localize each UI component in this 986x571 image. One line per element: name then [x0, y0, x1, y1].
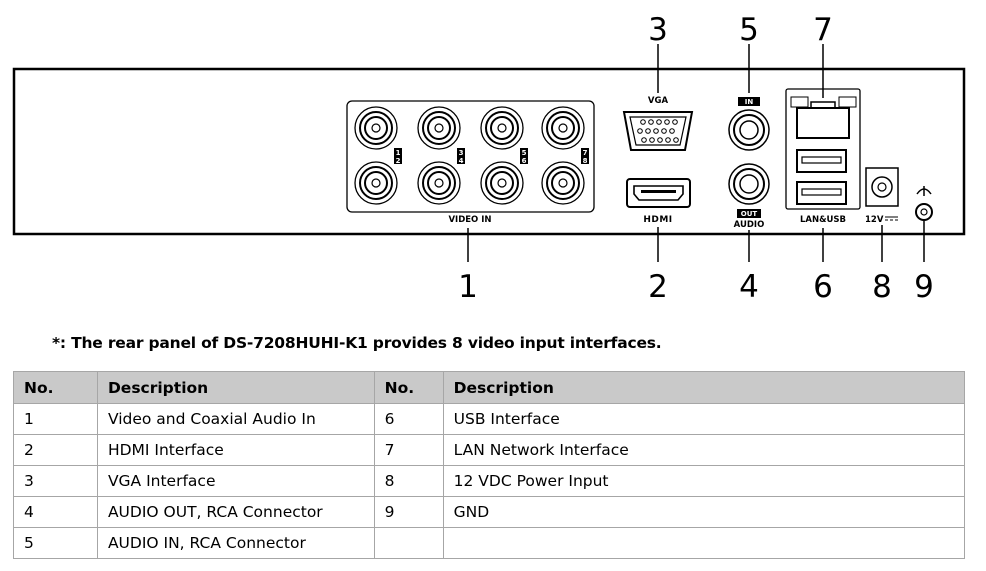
header-description: Description — [442, 371, 966, 404]
lan-usb-label: LAN&USB — [800, 215, 846, 225]
header-no: No. — [13, 371, 98, 404]
callout-3: 3 — [648, 12, 668, 48]
callout-7: 7 — [813, 12, 833, 48]
device-rear-panel — [12, 67, 966, 236]
vga-pin — [653, 128, 659, 134]
vga-pin — [641, 137, 647, 143]
table-cell: Video and Coaxial Audio In — [96, 403, 375, 435]
table-cell — [442, 527, 966, 559]
bnc-video-input-2: 2 — [354, 156, 402, 205]
bnc-video-input-8: 8 — [541, 156, 589, 205]
table-row: 1 Video and Coaxial Audio In 6 USB Inter… — [13, 403, 966, 435]
vga-pin — [645, 128, 651, 134]
callout-8: 8 — [872, 269, 892, 305]
callout-6: 6 — [813, 269, 833, 305]
vga-pin — [640, 119, 646, 125]
vga-pin — [665, 137, 671, 143]
vga-pin — [669, 128, 675, 134]
bnc-video-input-3: 3 — [417, 106, 465, 157]
callout-1: 1 — [458, 269, 478, 305]
bnc-video-input-1: 1 — [354, 106, 402, 157]
hdmi-label: HDMI — [643, 215, 672, 225]
vga-pin — [649, 137, 655, 143]
table-cell: 12 VDC Power Input — [442, 465, 966, 497]
bnc-number-label: 8 — [583, 157, 588, 165]
table-cell: LAN Network Interface — [442, 434, 966, 466]
vga-label: VGA — [648, 96, 669, 106]
power-label: 12V — [865, 215, 884, 225]
vga-pin — [673, 137, 679, 143]
vga-pin — [661, 128, 667, 134]
vga-pin — [664, 119, 670, 125]
vga-pin — [657, 137, 663, 143]
vga-port: VGA — [622, 96, 694, 151]
lan-usb-port-group: LAN&USB — [785, 88, 861, 225]
table-cell: 9 — [373, 496, 444, 528]
table-cell: VGA Interface — [96, 465, 375, 497]
callout-leaders — [467, 44, 925, 262]
callout-5: 5 — [739, 12, 759, 48]
table-cell: HDMI Interface — [96, 434, 375, 466]
bnc-number-label: 5 — [522, 149, 527, 157]
table-cell: GND — [442, 496, 966, 528]
video-in-label: VIDEO IN — [448, 215, 491, 225]
table-cell: 1 — [13, 403, 98, 435]
power-port: 12V — [865, 167, 899, 225]
bnc-number-label: 6 — [522, 157, 527, 165]
table-cell: AUDIO OUT, RCA Connector — [96, 496, 375, 528]
audio-out-badge: OUT — [741, 210, 758, 218]
table-row: 3 VGA Interface 8 12 VDC Power Input — [13, 465, 966, 497]
vga-pin — [637, 128, 643, 134]
bnc-number-label: 7 — [583, 149, 588, 157]
table-cell: 2 — [13, 434, 98, 466]
ground-terminal — [915, 186, 933, 221]
bnc-number-label: 4 — [459, 157, 464, 165]
bnc-number-label: 2 — [396, 157, 401, 165]
interface-description-table: No. Description No. Description 1 Video … — [13, 371, 966, 559]
table-cell: AUDIO IN, RCA Connector — [96, 527, 375, 559]
audio-in-badge: IN — [745, 98, 754, 106]
audio-label: AUDIO — [734, 220, 765, 230]
callout-9: 9 — [914, 269, 934, 305]
panel-note: *: The rear panel of DS-7208HUHI-K1 prov… — [52, 334, 662, 352]
header-description: Description — [96, 371, 375, 404]
vga-pin — [648, 119, 654, 125]
table-cell: 7 — [373, 434, 444, 466]
hdmi-port: HDMI — [626, 178, 691, 225]
bnc-video-input-4: 4 — [417, 156, 465, 205]
bnc-number-label: 1 — [396, 149, 401, 157]
bnc-video-input-7: 7 — [541, 106, 589, 157]
vga-pin — [672, 119, 678, 125]
table-row: 2 HDMI Interface 7 LAN Network Interface — [13, 434, 966, 466]
audio-ports: IN OUT AUDIO — [728, 97, 770, 230]
bnc-video-input-5: 5 — [480, 106, 528, 157]
table-row: 5 AUDIO IN, RCA Connector — [13, 527, 966, 559]
table-cell: 4 — [13, 496, 98, 528]
bnc-number-label: 3 — [459, 149, 464, 157]
header-no: No. — [373, 371, 444, 404]
table-cell: 8 — [373, 465, 444, 497]
vga-pin — [656, 119, 662, 125]
table-row: 4 AUDIO OUT, RCA Connector 9 GND — [13, 496, 966, 528]
table-header-row: No. Description No. Description — [13, 371, 966, 404]
table-cell: 3 — [13, 465, 98, 497]
table-cell — [373, 527, 444, 559]
table-cell: 6 — [373, 403, 444, 435]
table-cell: USB Interface — [442, 403, 966, 435]
bnc-video-input-6: 6 — [480, 156, 528, 205]
callout-2: 2 — [648, 269, 668, 305]
callout-4: 4 — [739, 269, 759, 305]
video-in-port-group: 12 34 56 78 VIDEO IN — [346, 100, 595, 225]
table-cell: 5 — [13, 527, 98, 559]
